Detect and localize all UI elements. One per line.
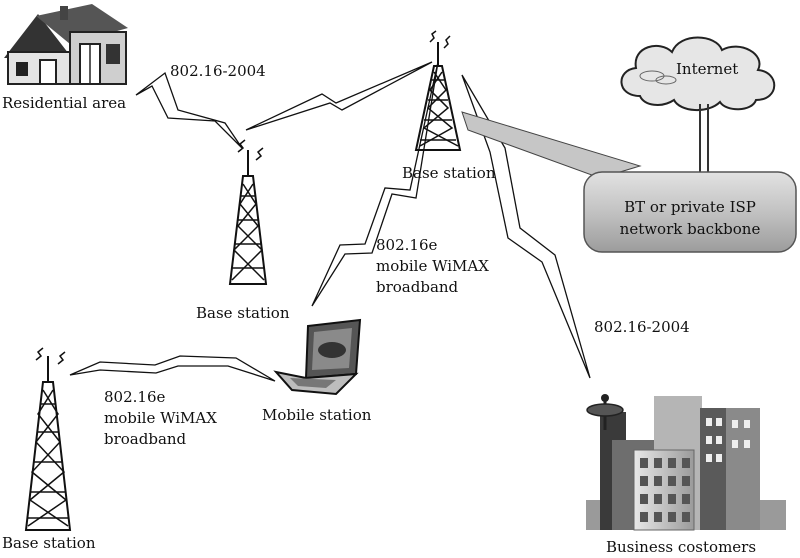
link-left-label-line3: broadband bbox=[104, 430, 187, 448]
link-left-label-line1: 802.16e bbox=[104, 388, 165, 406]
link-mid-label-line1: 802.16e bbox=[376, 236, 437, 254]
internet-label: Internet bbox=[676, 60, 738, 78]
link-mid-top-bolt bbox=[245, 61, 433, 131]
backbone-label-line1: BT or private ISP bbox=[624, 198, 756, 216]
base-station-top-label: Base station bbox=[402, 164, 496, 182]
tower-icon-left bbox=[24, 347, 72, 531]
link-residential-bolt bbox=[135, 71, 243, 149]
base-station-mid-label: Base station bbox=[196, 304, 290, 322]
backbone-label-line2: network backbone bbox=[620, 220, 761, 238]
link-residential-label: 802.16-2004 bbox=[170, 62, 266, 80]
residential-house-icon bbox=[4, 4, 128, 85]
mobile-station-label: Mobile station bbox=[262, 406, 372, 424]
link-business-label: 802.16-2004 bbox=[594, 318, 690, 336]
link-left-mobile-bolt bbox=[69, 355, 276, 382]
tower-icon-mid bbox=[228, 139, 268, 285]
link-mid-label-line3: broadband bbox=[376, 278, 459, 296]
business-buildings-icon bbox=[586, 394, 786, 531]
tower-icon-top bbox=[414, 30, 462, 151]
business-customers-label: Business costomers bbox=[606, 538, 756, 556]
backbone-cylinder bbox=[583, 171, 797, 253]
internet-cloud-icon bbox=[620, 36, 776, 111]
link-left-label-line2: mobile WiMAX bbox=[104, 409, 217, 427]
base-station-left-label: Base station bbox=[2, 534, 96, 552]
laptop-icon bbox=[273, 318, 362, 396]
link-top-business-bolt bbox=[461, 74, 591, 379]
link-mid-label-line2: mobile WiMAX bbox=[376, 257, 489, 275]
backbone-uplink-lines bbox=[699, 104, 709, 176]
residential-area-label: Residential area bbox=[2, 94, 126, 112]
